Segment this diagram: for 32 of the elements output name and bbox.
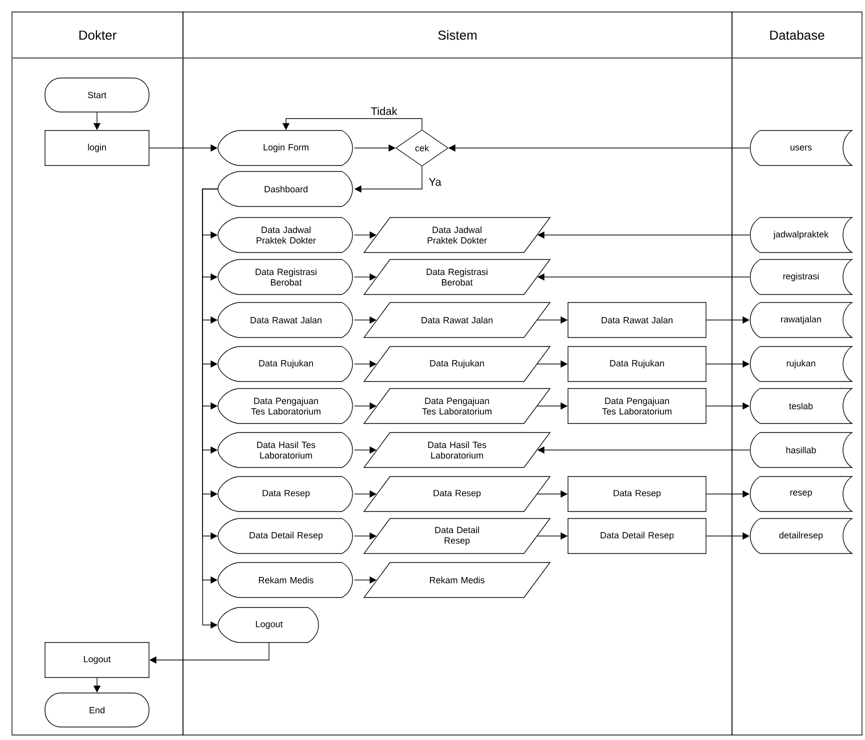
display-shape: Data Pengajuan Tes Laboratorium <box>218 388 353 424</box>
display-shape: Logout <box>218 607 319 643</box>
display-shape: Data Jadwal Praktek Dokter <box>218 217 353 253</box>
stored-data-shape: resep <box>750 476 852 512</box>
stored-data-shape: hasillab <box>750 432 852 468</box>
display-shape: Data Hasil Tes Laboratorium <box>218 432 353 468</box>
display-shape: Data Registrasi Berobat <box>218 259 353 295</box>
display-shape: Rekam Medis <box>218 562 353 598</box>
edge-label: Ya <box>428 177 442 187</box>
process-box: Data Rujukan <box>568 346 706 382</box>
display-shape: Login Form <box>218 130 353 166</box>
display-shape: Data Rujukan <box>218 346 353 382</box>
stored-data-shape: rawatjalan <box>750 302 852 338</box>
stored-data-shape: rujukan <box>750 346 852 382</box>
display-shape: Data Detail Resep <box>218 518 353 554</box>
process-box: Logout <box>44 642 150 678</box>
display-shape: Dashboard <box>218 171 353 207</box>
process-box: Data Resep <box>568 476 706 512</box>
edge-label: Tidak <box>370 106 398 116</box>
stored-data-shape: jadwalpraktek <box>750 217 852 253</box>
stored-data-shape: users <box>750 130 852 166</box>
display-shape: Data Resep <box>218 476 353 512</box>
process-box: login <box>44 130 150 166</box>
terminator: Start <box>44 78 150 112</box>
stored-data-shape: detailresep <box>750 518 852 554</box>
stored-data-shape: teslab <box>750 388 852 424</box>
process-box: Data Detail Resep <box>568 518 706 554</box>
process-box: Data Pengajuan Tes Laboratorium <box>568 388 706 424</box>
terminator: End <box>44 692 150 728</box>
display-shape: Data Rawat Jalan <box>218 302 353 338</box>
process-box: Data Rawat Jalan <box>568 302 706 338</box>
stored-data-shape: registrasi <box>750 259 852 295</box>
